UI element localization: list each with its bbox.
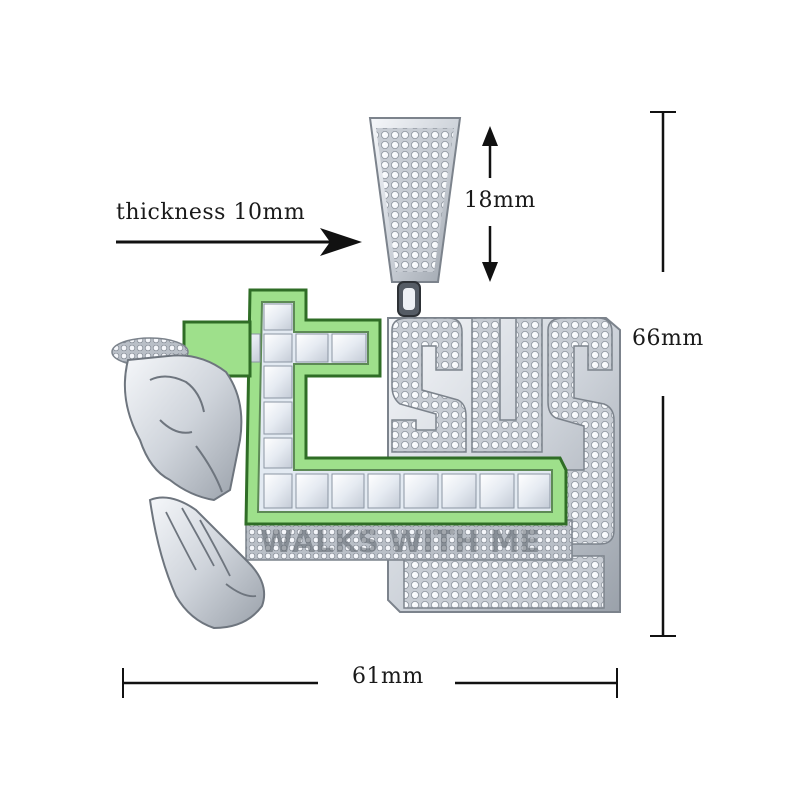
total-width-label: 61mm bbox=[352, 664, 424, 689]
height-dimension bbox=[650, 111, 676, 637]
thickness-label: thickness 10mm bbox=[116, 200, 306, 225]
thickness-arrow bbox=[116, 228, 362, 256]
bail-height-arrows bbox=[482, 126, 498, 282]
width-dimension bbox=[122, 668, 618, 698]
total-height-label: 66mm bbox=[632, 326, 704, 351]
bail bbox=[368, 117, 462, 317]
walks-with-me-text: WALKS WITH ME bbox=[260, 525, 540, 560]
square-stones bbox=[197, 303, 551, 509]
bail-height-label: 18mm bbox=[464, 188, 536, 213]
jesus-figure bbox=[111, 337, 266, 630]
praying-hands bbox=[148, 496, 266, 630]
